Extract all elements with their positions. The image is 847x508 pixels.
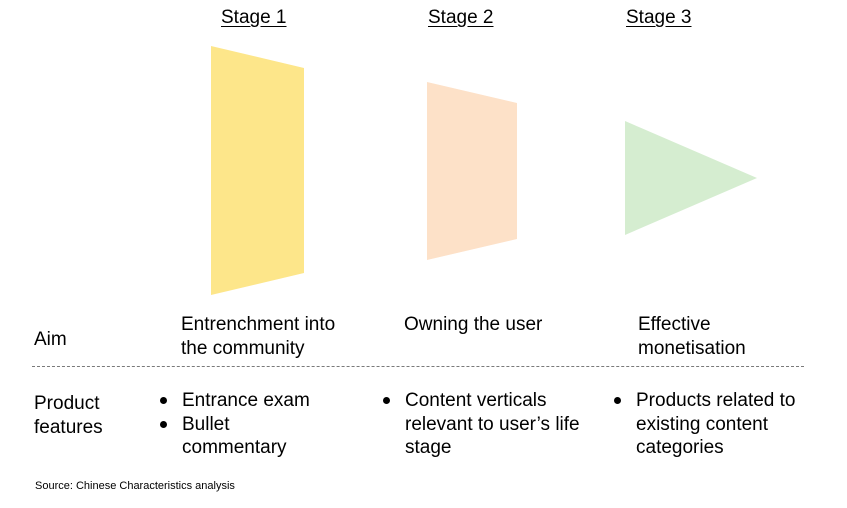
stage-3-aim-line: Effective xyxy=(638,314,711,335)
list-item: Products related to existing content cat… xyxy=(613,389,818,460)
stage-2-aim-line: Owning the user xyxy=(404,314,543,335)
features-label-line: Product xyxy=(34,393,100,414)
stage-2-features: Content verticals relevant to user’s lif… xyxy=(382,389,604,460)
stage-3-aim: Effective monetisation xyxy=(638,313,746,361)
list-item: Bullet commentary xyxy=(159,413,312,460)
stage-1-title: Stage 1 xyxy=(221,7,287,28)
stage-2-trapezoid xyxy=(427,82,517,260)
features-label-line: features xyxy=(34,417,103,438)
stage-1-features: Entrance exam Bullet commentary xyxy=(159,389,359,460)
source-note: Source: Chinese Characteristics analysis xyxy=(35,480,235,492)
section-divider xyxy=(32,366,804,367)
stage-3-triangle xyxy=(625,121,757,235)
stage-1-aim: Entrenchment into the community xyxy=(181,313,335,361)
stage-1-trapezoid xyxy=(211,46,304,295)
list-item: Entrance exam xyxy=(159,389,359,413)
stage-3-title: Stage 3 xyxy=(626,7,692,28)
stage-3-aim-line: monetisation xyxy=(638,338,746,359)
features-row-label: Product features xyxy=(34,392,103,440)
aim-row-label: Aim xyxy=(34,329,67,350)
stage-3-features: Products related to existing content cat… xyxy=(613,389,818,460)
stage-1-aim-line: Entrenchment into xyxy=(181,314,336,335)
stage-2-aim: Owning the user xyxy=(404,313,542,337)
stage-1-aim-line: the community xyxy=(181,338,305,359)
list-item: Content verticals relevant to user’s lif… xyxy=(382,389,604,460)
stage-2-title: Stage 2 xyxy=(428,7,494,28)
